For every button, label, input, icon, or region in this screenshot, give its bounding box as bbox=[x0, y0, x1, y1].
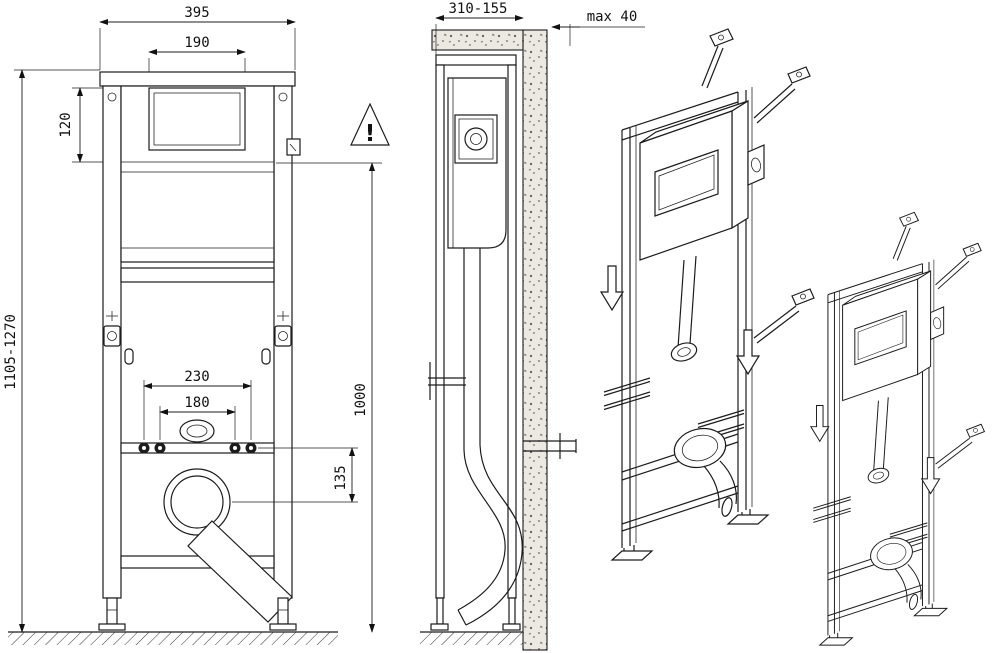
flush-plate-opening bbox=[148, 87, 246, 151]
down-arrow-icon bbox=[599, 265, 625, 312]
rail-bolt-hole bbox=[107, 92, 117, 102]
inlet-elbow bbox=[179, 419, 215, 443]
wall-section bbox=[522, 29, 548, 651]
fixing-rods bbox=[603, 377, 745, 443]
dim-label-plate-height: 120 bbox=[58, 112, 74, 137]
mounting-bracket bbox=[103, 325, 121, 347]
rail-clip bbox=[286, 138, 301, 156]
frame-feet bbox=[98, 597, 297, 631]
frame-feet-profile bbox=[430, 597, 521, 631]
dim-label-depth: 310-155 bbox=[448, 1, 507, 17]
annotation-max-40: max 40 bbox=[551, 9, 645, 46]
fixing-bolts bbox=[138, 442, 257, 454]
iso-view-primary bbox=[599, 28, 815, 561]
dim-depth: 310-155 bbox=[435, 1, 524, 58]
dim-label-outlet-drop: 135 bbox=[333, 465, 349, 490]
down-arrow-icon bbox=[735, 329, 761, 376]
dim-bolt-outer: 230 bbox=[143, 369, 252, 440]
label-wall-max: max 40 bbox=[587, 9, 638, 25]
dim-label-plate-width: 190 bbox=[184, 35, 209, 51]
dim-frame-width: 395 bbox=[99, 5, 296, 70]
warning-triangle: ! bbox=[350, 102, 390, 147]
iso-flush-pipe bbox=[670, 255, 698, 362]
waste-pipe bbox=[187, 520, 293, 623]
dim-overall-height: 1105-1270 bbox=[3, 69, 100, 633]
flush-pipe-profile bbox=[457, 248, 523, 626]
iso-view-secondary bbox=[810, 211, 985, 646]
top-crossbar bbox=[99, 71, 296, 87]
front-view: 1105-1270 395 190 120 bbox=[3, 5, 390, 645]
side-view: 310-155 max 40 bbox=[420, 1, 645, 651]
support-bracket-profile bbox=[428, 362, 466, 400]
mid-crossbar bbox=[120, 267, 275, 283]
wall-bracket bbox=[701, 28, 734, 89]
dim-label-front-width: 395 bbox=[184, 5, 209, 21]
outlet-flange bbox=[163, 468, 231, 536]
dim-bolt-inner: 180 bbox=[159, 395, 236, 440]
top-crossbar-profile bbox=[435, 54, 517, 66]
dim-label-actuation-height: 1000 bbox=[353, 383, 369, 417]
dim-label-bolt-inner: 180 bbox=[184, 395, 209, 411]
ground-hatch bbox=[420, 632, 523, 645]
wall-top-section bbox=[431, 29, 524, 51]
mounting-bracket bbox=[274, 325, 292, 347]
fixing-slot bbox=[124, 348, 134, 365]
warning-exclamation: ! bbox=[365, 121, 376, 147]
rail-bolt-hole bbox=[278, 92, 288, 102]
iso-outlet-trap bbox=[673, 427, 738, 517]
dim-label-bolt-outer: 230 bbox=[184, 369, 209, 385]
fixing-slot bbox=[261, 348, 271, 365]
wall-bracket bbox=[753, 66, 811, 124]
dim-label-frame-height: 1105-1270 bbox=[3, 314, 19, 390]
iso-feet bbox=[610, 509, 770, 561]
iso-cistern bbox=[639, 99, 765, 261]
inspection-window bbox=[454, 114, 498, 164]
wall-bracket bbox=[753, 288, 815, 344]
ground-hatch bbox=[8, 632, 338, 645]
front-rail-profile bbox=[435, 64, 445, 599]
water-connection-stub bbox=[523, 433, 577, 459]
flush-plate-inner bbox=[153, 92, 241, 146]
dim-outlet-drop: 135 bbox=[232, 447, 358, 503]
dim-actuation-height: 1000 bbox=[276, 162, 382, 633]
